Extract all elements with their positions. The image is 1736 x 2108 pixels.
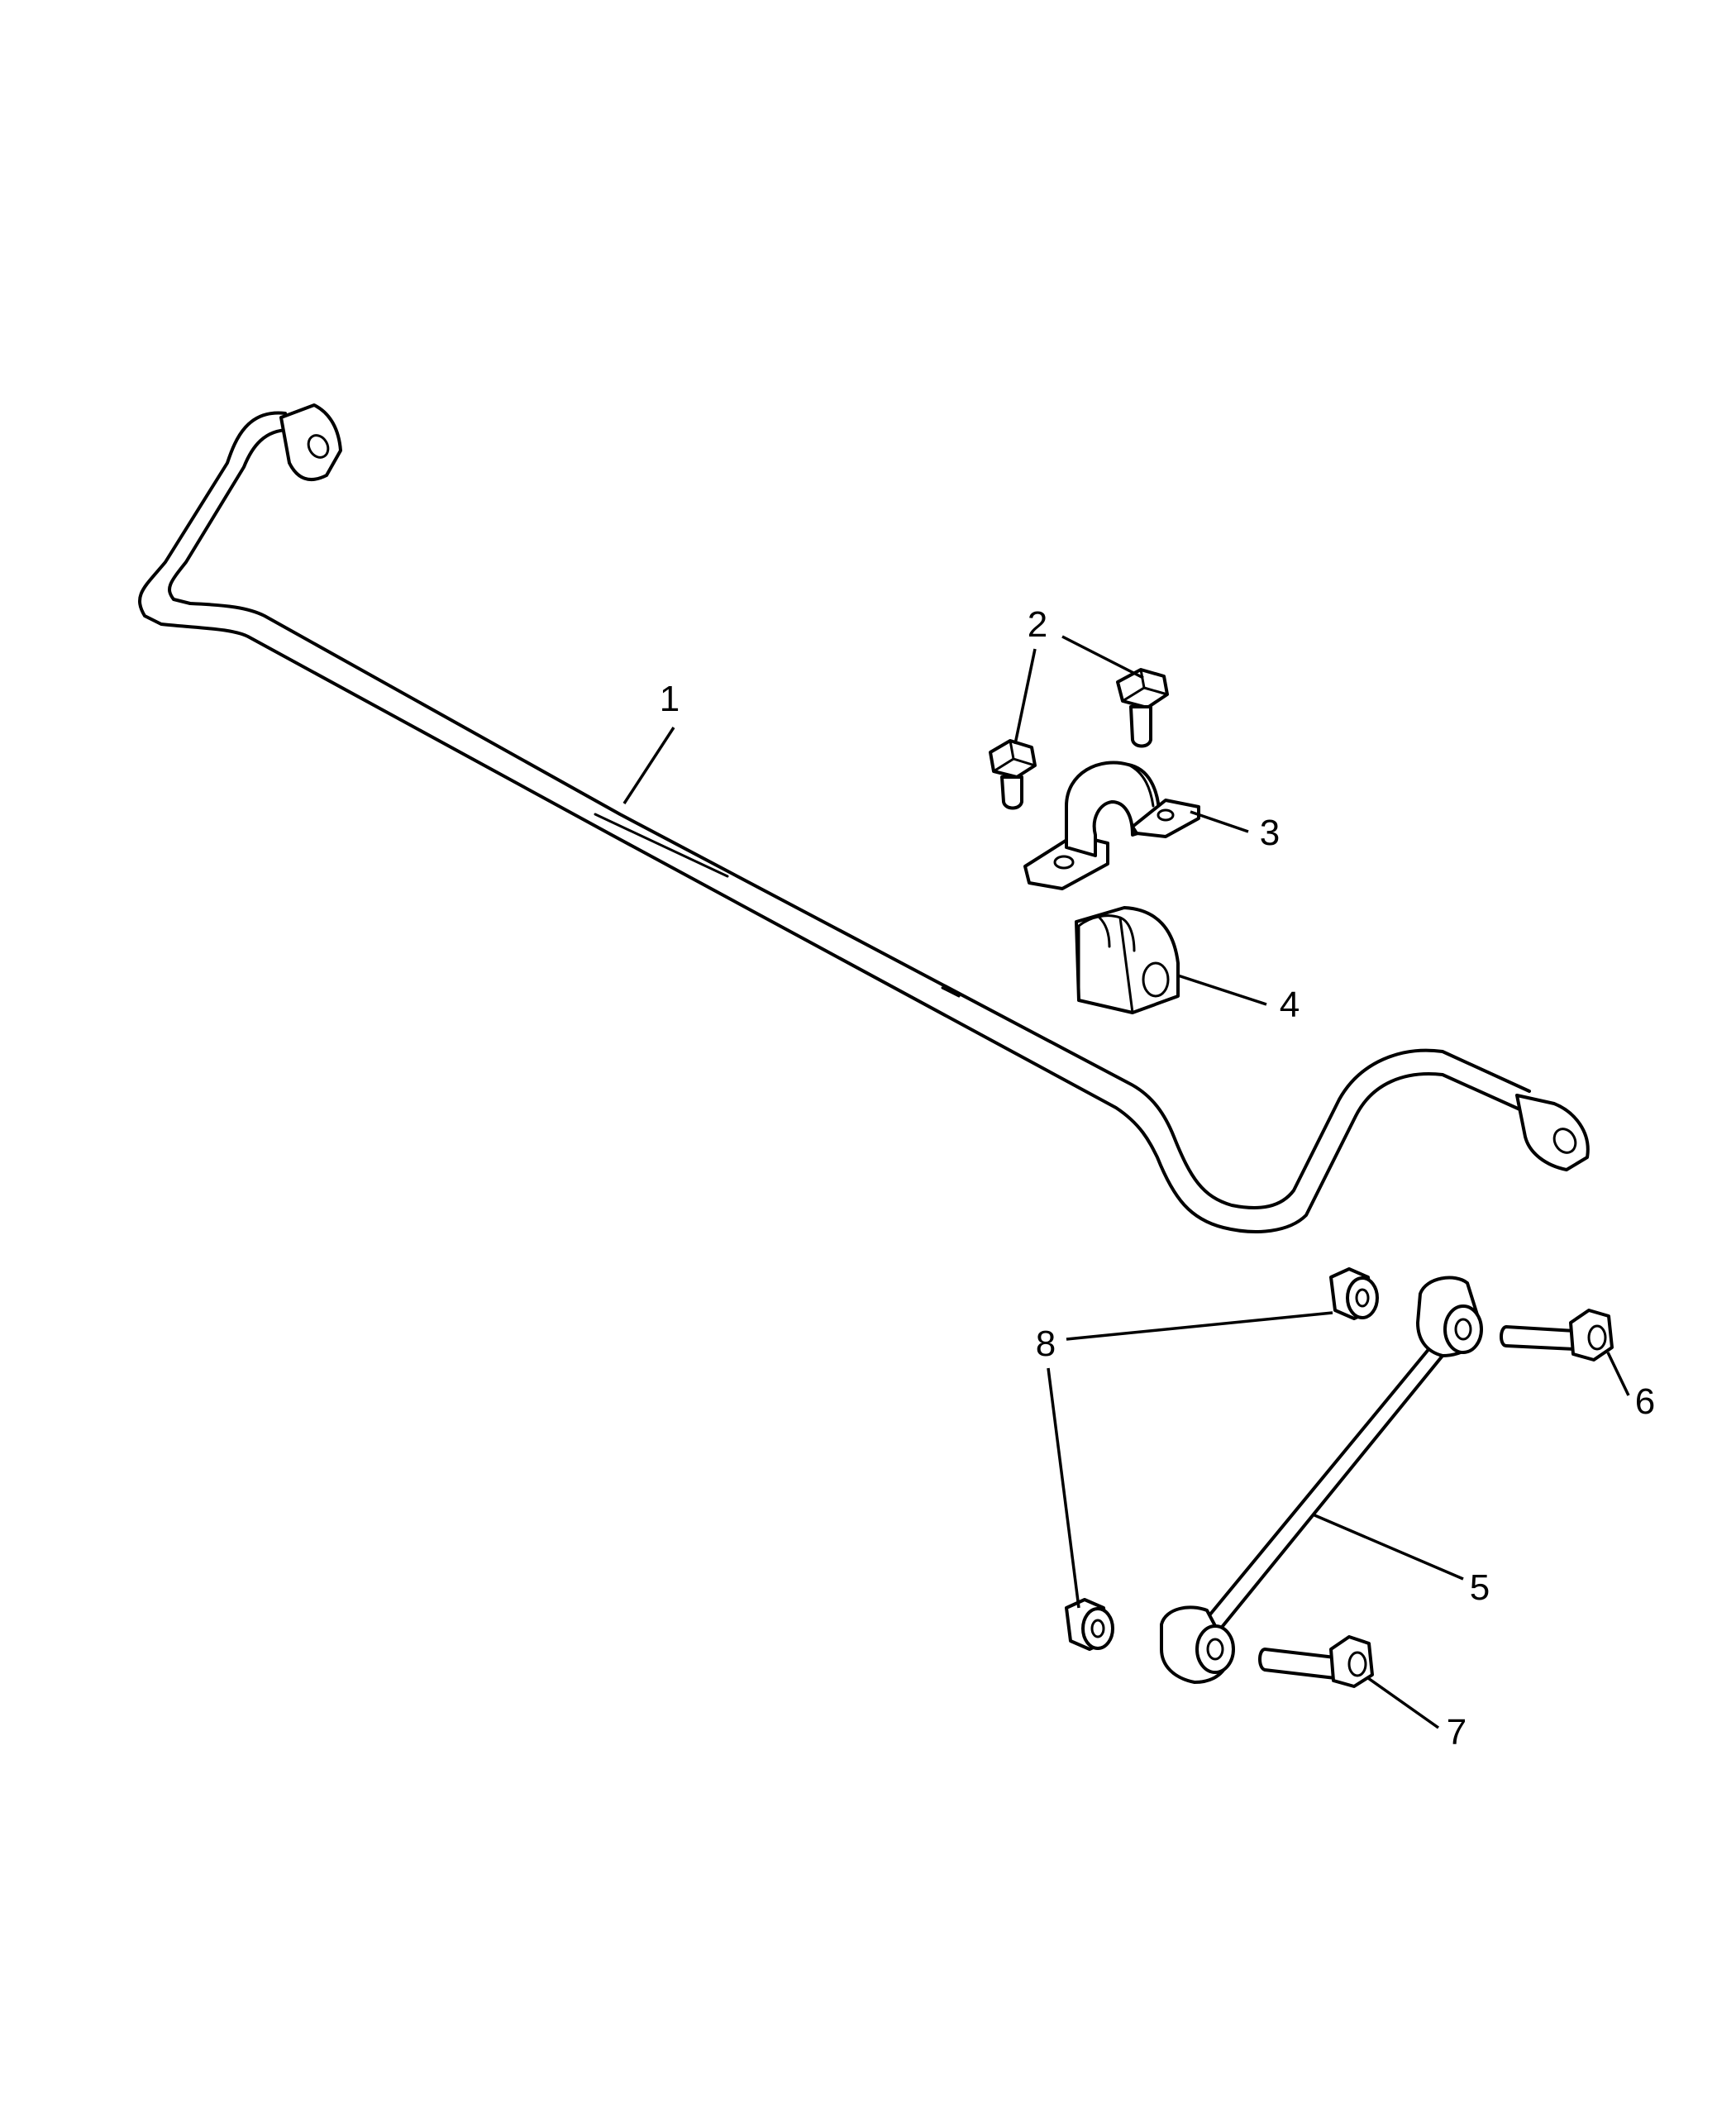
callout-2: 2: [1028, 604, 1047, 645]
link-bolt-icon[interactable]: [1500, 1309, 1614, 1362]
callout-3: 3: [1260, 813, 1280, 853]
bushing-icon[interactable]: [1075, 906, 1180, 1014]
callout-6: 6: [1635, 1381, 1655, 1422]
callout-7: 7: [1447, 1712, 1467, 1753]
leader-lines: [622, 635, 1630, 1729]
flange-bolt-icon[interactable]: [989, 668, 1169, 810]
callout-4: 4: [1280, 985, 1300, 1025]
stabilizer-bar-icon[interactable]: [138, 403, 1590, 1233]
callout-8: 8: [1036, 1323, 1056, 1364]
bar-end-eye-left-icon: [279, 403, 342, 481]
callout-1: 1: [660, 679, 680, 719]
link-bolt-icon[interactable]: [1258, 1635, 1374, 1688]
bar-end-eye-right-icon: [1515, 1094, 1590, 1171]
sway-bar-link-icon[interactable]: [1160, 1276, 1483, 1684]
bushing-clamp-icon[interactable]: [1023, 761, 1200, 890]
callout-5: 5: [1470, 1567, 1490, 1608]
callouts: 1 2 3 4 5 6 7 8: [660, 604, 1655, 1753]
nut-icon[interactable]: [1065, 1267, 1379, 1651]
